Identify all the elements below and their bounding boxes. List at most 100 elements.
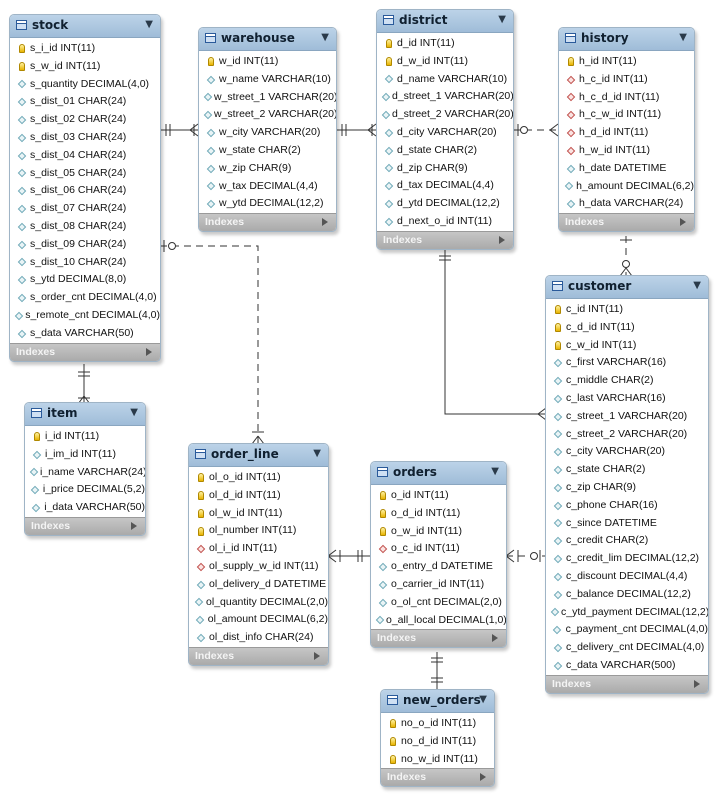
column-row[interactable]: i_name VARCHAR(24) <box>25 464 145 482</box>
column-row[interactable]: w_city VARCHAR(20) <box>199 124 336 142</box>
column-row[interactable]: o_d_id INT(11) <box>371 505 506 523</box>
column-row[interactable]: w_zip CHAR(9) <box>199 160 336 178</box>
column-row[interactable]: s_dist_06 CHAR(24) <box>10 182 160 200</box>
column-row[interactable]: h_d_id INT(11) <box>559 124 694 142</box>
indexes-footer[interactable]: Indexes <box>10 342 160 361</box>
column-row[interactable]: s_ytd DECIMAL(8,0) <box>10 271 160 289</box>
column-row[interactable]: w_ytd DECIMAL(12,2) <box>199 195 336 213</box>
column-row[interactable]: s_dist_08 CHAR(24) <box>10 218 160 236</box>
column-row[interactable]: s_dist_04 CHAR(24) <box>10 147 160 165</box>
column-row[interactable]: c_d_id INT(11) <box>546 319 708 337</box>
column-row[interactable]: h_c_id INT(11) <box>559 71 694 89</box>
column-row[interactable]: c_ytd_payment DECIMAL(12,2) <box>546 604 708 622</box>
chevron-down-icon[interactable]: ▼ <box>679 32 687 43</box>
column-row[interactable]: d_zip CHAR(9) <box>377 160 513 178</box>
chevron-down-icon[interactable]: ▼ <box>498 14 506 25</box>
column-row[interactable]: d_city VARCHAR(20) <box>377 124 513 142</box>
column-row[interactable]: d_w_id INT(11) <box>377 53 513 71</box>
column-row[interactable]: c_w_id INT(11) <box>546 337 708 355</box>
column-row[interactable]: i_id INT(11) <box>25 428 145 446</box>
column-row[interactable]: w_tax DECIMAL(4,4) <box>199 178 336 196</box>
column-row[interactable]: s_dist_07 CHAR(24) <box>10 200 160 218</box>
column-row[interactable]: c_discount DECIMAL(4,4) <box>546 568 708 586</box>
table-history[interactable]: history ▼ h_id INT(11)h_c_id INT(11)h_c_… <box>558 27 695 233</box>
column-row[interactable]: o_id INT(11) <box>371 487 506 505</box>
column-row[interactable]: s_dist_09 CHAR(24) <box>10 236 160 254</box>
indexes-footer[interactable]: Indexes <box>25 516 145 535</box>
indexes-footer[interactable]: Indexes <box>559 213 694 232</box>
column-row[interactable]: d_next_o_id INT(11) <box>377 213 513 231</box>
chevron-down-icon[interactable]: ▼ <box>313 448 321 459</box>
column-row[interactable]: d_name VARCHAR(10) <box>377 71 513 89</box>
table-order-line[interactable]: order_line ▼ ol_o_id INT(11)ol_d_id INT(… <box>188 443 329 666</box>
table-customer[interactable]: customer ▼ c_id INT(11)c_d_id INT(11)c_w… <box>545 275 709 694</box>
column-row[interactable]: s_dist_05 CHAR(24) <box>10 165 160 183</box>
column-row[interactable]: h_data VARCHAR(24) <box>559 195 694 213</box>
table-header[interactable]: warehouse ▼ <box>199 28 336 51</box>
column-row[interactable]: w_street_2 VARCHAR(20) <box>199 106 336 124</box>
column-row[interactable]: h_date DATETIME <box>559 160 694 178</box>
column-row[interactable]: s_remote_cnt DECIMAL(4,0) <box>10 307 160 325</box>
column-row[interactable]: s_dist_01 CHAR(24) <box>10 93 160 111</box>
column-row[interactable]: s_data VARCHAR(50) <box>10 325 160 343</box>
column-row[interactable]: c_last VARCHAR(16) <box>546 390 708 408</box>
column-row[interactable]: w_state CHAR(2) <box>199 142 336 160</box>
chevron-down-icon[interactable]: ▼ <box>145 19 153 30</box>
table-header[interactable]: orders ▼ <box>371 462 506 485</box>
column-row[interactable]: d_ytd DECIMAL(12,2) <box>377 195 513 213</box>
table-new-orders[interactable]: new_orders ▼ no_o_id INT(11)no_d_id INT(… <box>380 689 495 788</box>
table-header[interactable]: item ▼ <box>25 403 145 426</box>
table-item[interactable]: item ▼ i_id INT(11)i_im_id INT(11)i_name… <box>24 402 146 536</box>
expand-arrow-icon[interactable] <box>480 773 486 782</box>
column-row[interactable]: d_id INT(11) <box>377 35 513 53</box>
column-row[interactable]: ol_amount DECIMAL(6,2) <box>189 611 328 629</box>
column-row[interactable]: c_data VARCHAR(500) <box>546 657 708 675</box>
column-row[interactable]: d_street_1 VARCHAR(20) <box>377 88 513 106</box>
column-row[interactable]: s_w_id INT(11) <box>10 58 160 76</box>
column-row[interactable]: h_c_w_id INT(11) <box>559 106 694 124</box>
column-row[interactable]: i_price DECIMAL(5,2) <box>25 481 145 499</box>
column-row[interactable]: ol_w_id INT(11) <box>189 505 328 523</box>
table-header[interactable]: history ▼ <box>559 28 694 51</box>
table-header[interactable]: order_line ▼ <box>189 444 328 467</box>
table-header[interactable]: new_orders ▼ <box>381 690 494 713</box>
column-row[interactable]: ol_d_id INT(11) <box>189 487 328 505</box>
column-row[interactable]: c_payment_cnt DECIMAL(4,0) <box>546 621 708 639</box>
column-row[interactable]: s_dist_02 CHAR(24) <box>10 111 160 129</box>
column-row[interactable]: c_balance DECIMAL(12,2) <box>546 586 708 604</box>
expand-arrow-icon[interactable] <box>694 679 700 688</box>
column-row[interactable]: no_d_id INT(11) <box>381 733 494 751</box>
column-row[interactable]: no_o_id INT(11) <box>381 715 494 733</box>
indexes-footer[interactable]: Indexes <box>546 674 708 693</box>
table-stock[interactable]: stock ▼ s_i_id INT(11)s_w_id INT(11)s_qu… <box>9 14 161 362</box>
column-row[interactable]: c_street_1 VARCHAR(20) <box>546 408 708 426</box>
column-row[interactable]: o_ol_cnt DECIMAL(2,0) <box>371 594 506 612</box>
column-row[interactable]: c_id INT(11) <box>546 301 708 319</box>
column-row[interactable]: c_state CHAR(2) <box>546 461 708 479</box>
column-row[interactable]: no_w_id INT(11) <box>381 751 494 769</box>
table-orders[interactable]: orders ▼ o_id INT(11)o_d_id INT(11)o_w_i… <box>370 461 507 649</box>
column-row[interactable]: w_id INT(11) <box>199 53 336 71</box>
column-row[interactable]: w_name VARCHAR(10) <box>199 71 336 89</box>
column-row[interactable]: s_order_cnt DECIMAL(4,0) <box>10 289 160 307</box>
expand-arrow-icon[interactable] <box>322 218 328 227</box>
table-warehouse[interactable]: warehouse ▼ w_id INT(11)w_name VARCHAR(1… <box>198 27 337 233</box>
column-row[interactable]: o_all_local DECIMAL(1,0) <box>371 612 506 630</box>
column-row[interactable]: ol_quantity DECIMAL(2,0) <box>189 594 328 612</box>
column-row[interactable]: d_state CHAR(2) <box>377 142 513 160</box>
table-header[interactable]: stock ▼ <box>10 15 160 38</box>
column-row[interactable]: ol_delivery_d DATETIME <box>189 576 328 594</box>
column-row[interactable]: ol_number INT(11) <box>189 522 328 540</box>
column-row[interactable]: o_carrier_id INT(11) <box>371 576 506 594</box>
column-row[interactable]: w_street_1 VARCHAR(20) <box>199 89 336 107</box>
column-row[interactable]: ol_i_id INT(11) <box>189 540 328 558</box>
expand-arrow-icon[interactable] <box>314 651 320 660</box>
chevron-down-icon[interactable]: ▼ <box>479 694 487 705</box>
column-row[interactable]: i_im_id INT(11) <box>25 446 145 464</box>
column-row[interactable]: c_phone CHAR(16) <box>546 497 708 515</box>
indexes-footer[interactable]: Indexes <box>199 213 336 232</box>
indexes-footer[interactable]: Indexes <box>381 768 494 787</box>
column-row[interactable]: c_credit CHAR(2) <box>546 532 708 550</box>
indexes-footer[interactable]: Indexes <box>371 629 506 648</box>
table-header[interactable]: district ▼ <box>377 10 513 33</box>
